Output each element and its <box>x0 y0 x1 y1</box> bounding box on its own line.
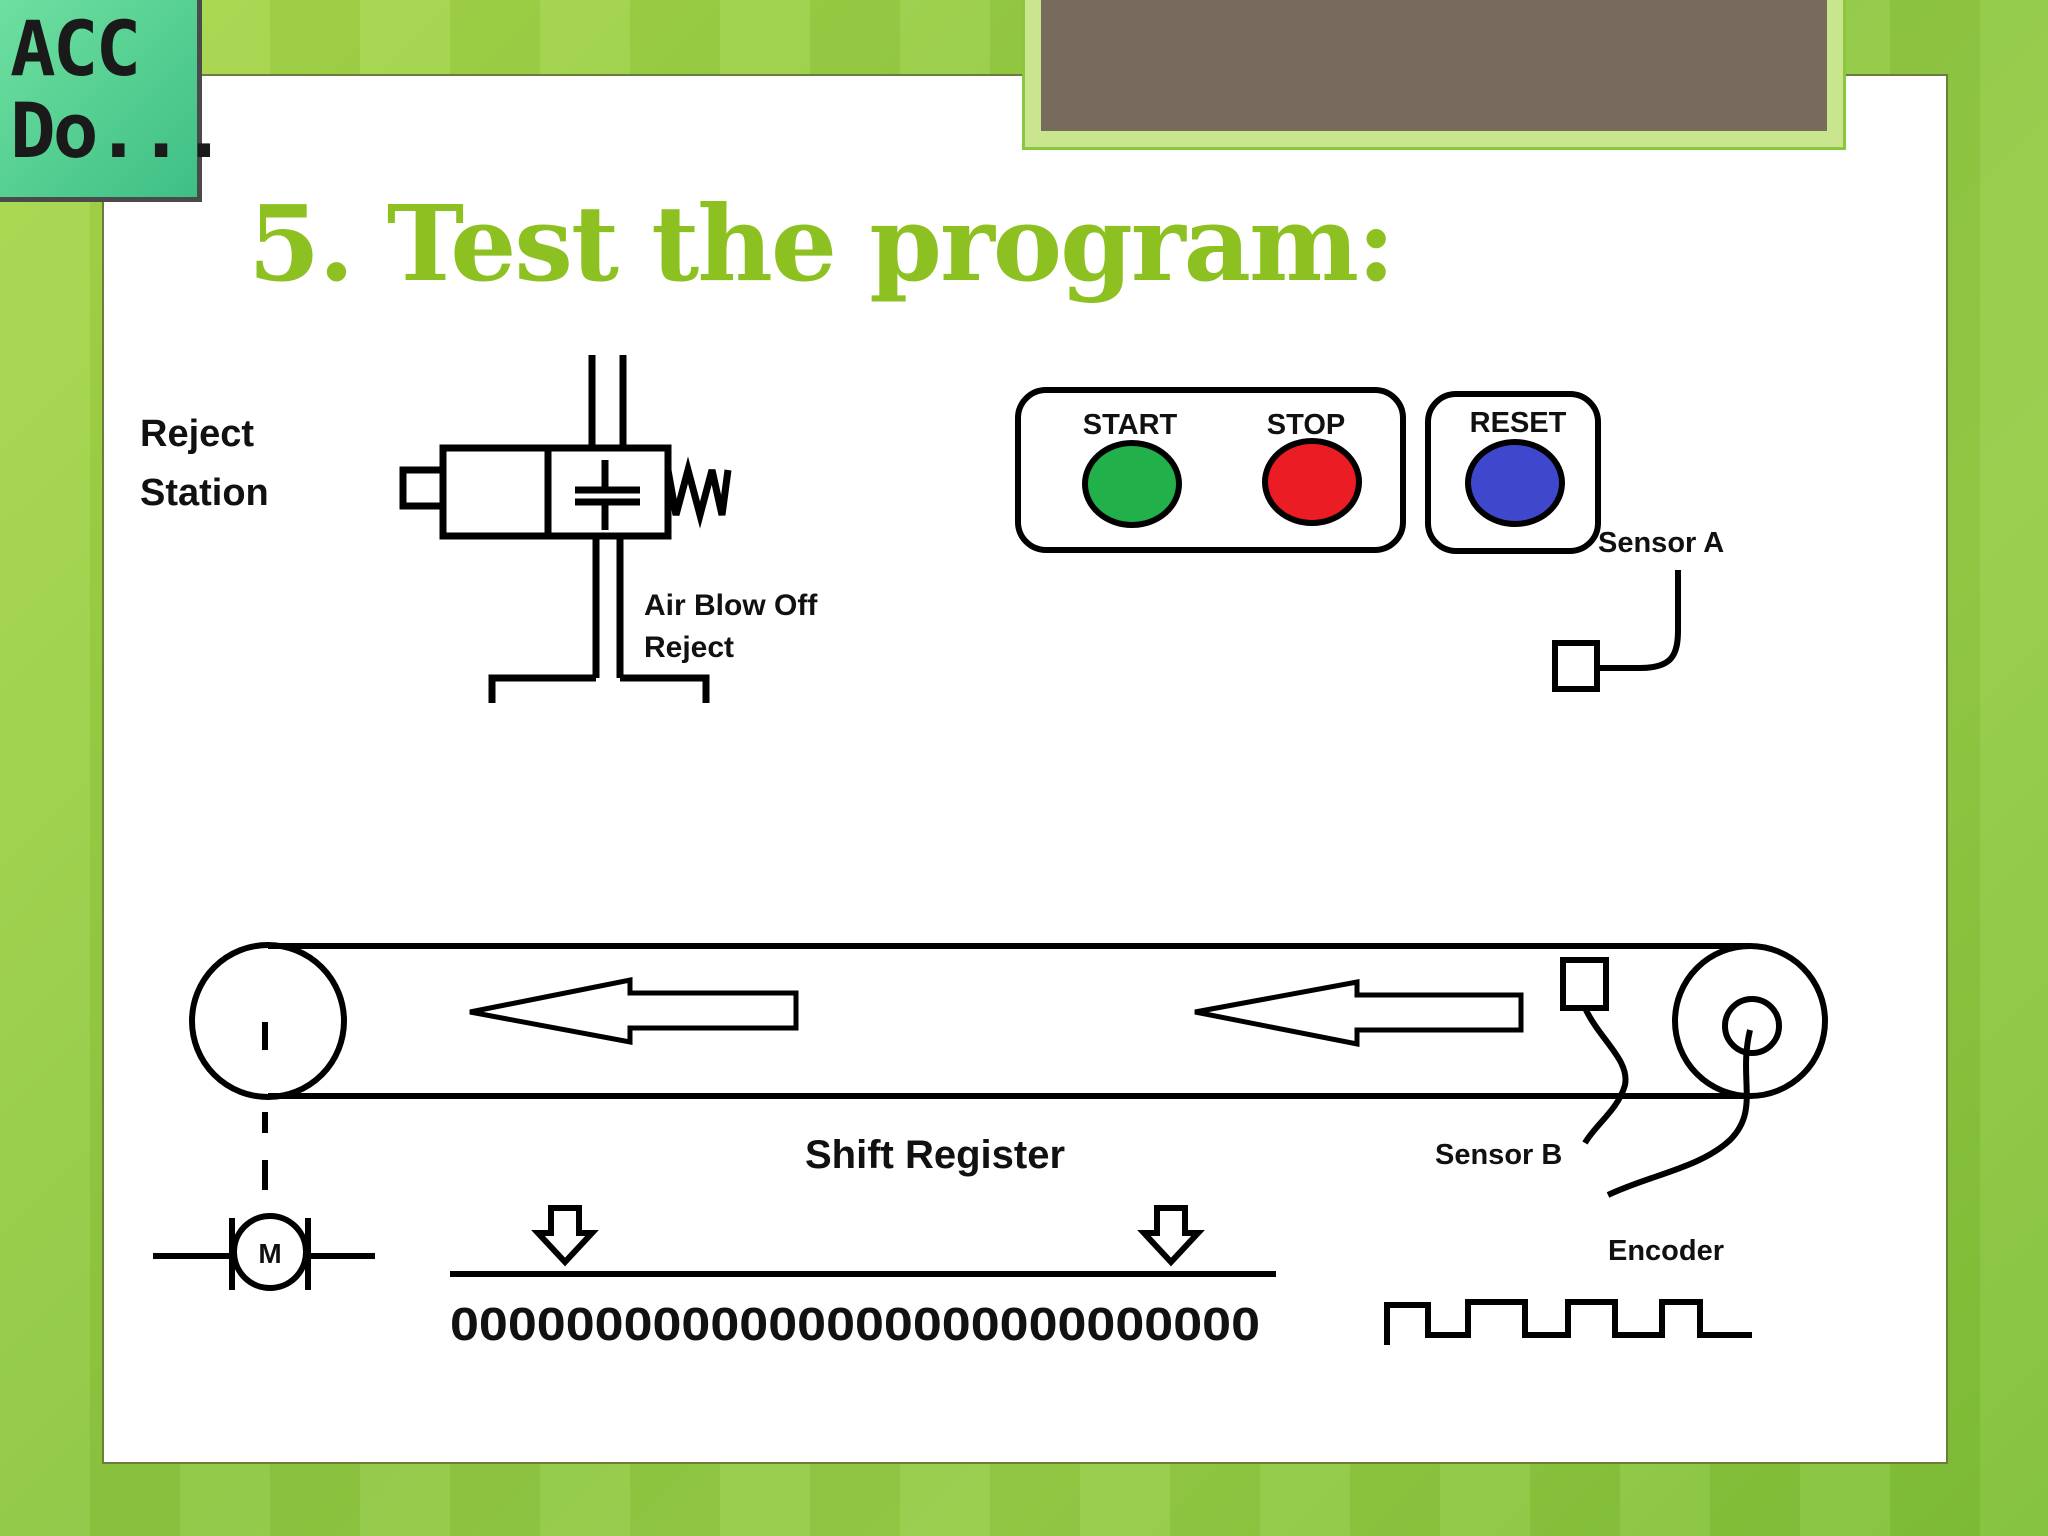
motor-symbol <box>153 1213 375 1291</box>
reset-button-label: RESET <box>1470 407 1567 439</box>
encoder-label: Encoder <box>1608 1235 1724 1267</box>
sensor-a-symbol <box>1552 570 1681 692</box>
register-pointer-left <box>531 1205 599 1267</box>
encoder-cable <box>1606 1029 1753 1198</box>
direction-arrow-right <box>1194 978 1524 1048</box>
app-logo[interactable]: ACC Do... <box>0 0 227 202</box>
logo-line-1: ACC <box>10 4 141 93</box>
sensor-a-label: Sensor A <box>1598 527 1724 559</box>
sensor-b-label: Sensor B <box>1435 1139 1562 1171</box>
slide-title: 5. Test the program: <box>248 182 1395 305</box>
sensor-b-symbol <box>1560 957 1629 1145</box>
encoder-pulse-train <box>1384 1299 1752 1345</box>
air-blow-off-label-1: Air Blow Off <box>644 589 818 622</box>
start-button-label: START <box>1083 409 1178 441</box>
reset-button[interactable] <box>1465 439 1565 527</box>
reset-panel <box>1425 391 1601 554</box>
title-placeholder-fill <box>1041 0 1827 131</box>
title-placeholder-box <box>1022 0 1846 150</box>
stop-button-label: STOP <box>1267 409 1345 441</box>
air-blow-off-label-2: Reject <box>644 631 734 664</box>
conveyor-belt <box>189 942 1828 1190</box>
logo-line-2: Do... <box>10 86 227 175</box>
motor-label: M <box>258 1238 281 1269</box>
start-button[interactable] <box>1082 440 1182 528</box>
start-stop-panel <box>1015 387 1406 553</box>
shift-register-bits: 0000000000000000000000000000 <box>450 1298 1260 1350</box>
register-pointer-right <box>1137 1205 1205 1267</box>
direction-arrow-left <box>469 976 799 1046</box>
stop-button[interactable] <box>1262 438 1362 526</box>
reject-station-label-2: Station <box>140 472 269 514</box>
reject-station-label-1: Reject <box>140 413 254 455</box>
shift-register-label: Shift Register <box>805 1133 1065 1177</box>
slide-canvas <box>102 74 1948 1464</box>
solenoid-valve-symbol <box>399 355 732 703</box>
